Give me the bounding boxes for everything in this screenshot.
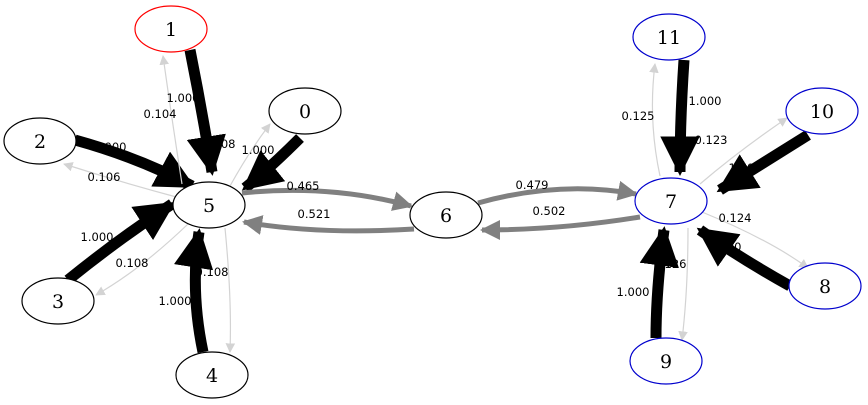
node-ellipse-8 <box>788 262 862 310</box>
edge-label-4-to-5: 1.000 <box>159 294 192 308</box>
node-4[interactable]: 4 <box>175 351 249 399</box>
edge-label-3-to-5: 1.000 <box>81 230 114 244</box>
edge-4-to-5 <box>173 228 214 354</box>
node-ellipse-9 <box>629 337 703 385</box>
node-label-8: 8 <box>819 276 831 298</box>
edge-11-to-7 <box>660 59 700 176</box>
node-0[interactable]: 0 <box>268 87 342 135</box>
node-10[interactable]: 10 <box>785 87 859 135</box>
edge-labels-layer: 1.000 1.000 1.000 1.000 1.000 0.104 0.108 0.106… <box>81 91 762 308</box>
node-ellipse-7 <box>634 177 708 225</box>
node-label-10: 10 <box>810 101 834 123</box>
edge-8-to-7 <box>696 225 793 291</box>
edge-5-to-3 <box>95 223 189 296</box>
node-7[interactable]: 7 <box>634 177 708 225</box>
edge-7-to-8 <box>701 211 809 269</box>
edge-label-7-to-11: 0.125 <box>622 109 655 123</box>
edge-label-6-to-5: 0.521 <box>298 207 331 221</box>
node-ellipse-11 <box>632 13 706 61</box>
edge-label-6-to-7: 0.479 <box>516 178 549 192</box>
edge-label-5-to-0: 0.108 <box>203 137 236 151</box>
edge-10-to-7 <box>716 130 811 195</box>
edge-label-7-to-8: 0.124 <box>719 211 752 225</box>
edge-1-to-5 <box>184 48 226 176</box>
node-label-5: 5 <box>203 195 215 217</box>
edge-label-5-to-6: 0.465 <box>287 179 320 193</box>
edge-7-to-9 <box>678 227 689 341</box>
node-ellipse-3 <box>21 277 95 325</box>
edge-5-to-2 <box>63 162 181 199</box>
nodes-layer: 0 1 2 3 4 5 6 7 8 9 10 11 <box>3 5 862 399</box>
node-9[interactable]: 9 <box>629 337 703 385</box>
edge-7-to-11 <box>649 63 661 177</box>
edge-label-11-to-7: 1.000 <box>689 94 722 108</box>
node-label-3: 3 <box>52 291 64 313</box>
edge-7-to-10 <box>699 117 788 185</box>
node-label-11: 11 <box>657 27 681 49</box>
node-ellipse-5 <box>172 181 246 229</box>
node-label-9: 9 <box>660 351 672 373</box>
node-label-0: 0 <box>299 101 311 123</box>
edge-label-2-to-5: 1.000 <box>94 140 127 154</box>
edge-label-8-to-7: 1.000 <box>709 240 742 254</box>
edge-3-to-5 <box>64 199 176 285</box>
edge-5-to-0 <box>229 123 271 187</box>
edge-label-5-to-2: 0.106 <box>88 170 121 184</box>
edge-label-7-to-6: 0.502 <box>533 204 566 218</box>
edge-label-1-to-5: 1.000 <box>167 91 200 105</box>
edge-2-to-5 <box>73 134 196 191</box>
node-label-7: 7 <box>665 191 677 213</box>
node-ellipse-4 <box>175 351 249 399</box>
node-label-1: 1 <box>165 19 177 41</box>
node-6[interactable]: 6 <box>409 191 483 239</box>
edge-label-7-to-9: 0.126 <box>654 257 687 271</box>
edge-label-5-to-4: 0.108 <box>196 265 229 279</box>
node-3[interactable]: 3 <box>21 277 95 325</box>
edge-label-0-to-5: 1.000 <box>242 143 275 157</box>
node-label-4: 4 <box>206 365 218 387</box>
node-5[interactable]: 5 <box>172 181 246 229</box>
edge-label-7-to-10: 0.123 <box>695 133 728 147</box>
edge-0-to-5 <box>241 134 304 193</box>
node-1[interactable]: 1 <box>134 5 208 53</box>
node-ellipse-6 <box>409 191 483 239</box>
edge-5-to-6 <box>241 187 413 211</box>
edge-label-5-to-1: 0.104 <box>144 107 177 121</box>
node-ellipse-10 <box>785 87 859 135</box>
edge-5-to-4 <box>224 227 236 353</box>
node-ellipse-1 <box>134 5 208 53</box>
edge-7-to-6 <box>480 214 641 240</box>
node-ellipse-0 <box>268 87 342 135</box>
node-label-2: 2 <box>34 131 46 153</box>
edge-9-to-7 <box>639 226 679 339</box>
node-8[interactable]: 8 <box>788 262 862 310</box>
edge-label-5-to-3: 0.108 <box>116 256 149 270</box>
edge-label-10-to-7: 1.000 <box>729 161 762 175</box>
edge-6-to-7 <box>477 180 638 206</box>
node-2[interactable]: 2 <box>3 117 77 165</box>
node-label-6: 6 <box>440 205 452 227</box>
node-ellipse-2 <box>3 117 77 165</box>
edge-label-9-to-7: 1.000 <box>617 285 650 299</box>
node-11[interactable]: 11 <box>632 13 706 61</box>
edges-layer <box>63 48 811 354</box>
edge-5-to-1 <box>159 55 183 185</box>
edge-6-to-5 <box>242 215 415 235</box>
